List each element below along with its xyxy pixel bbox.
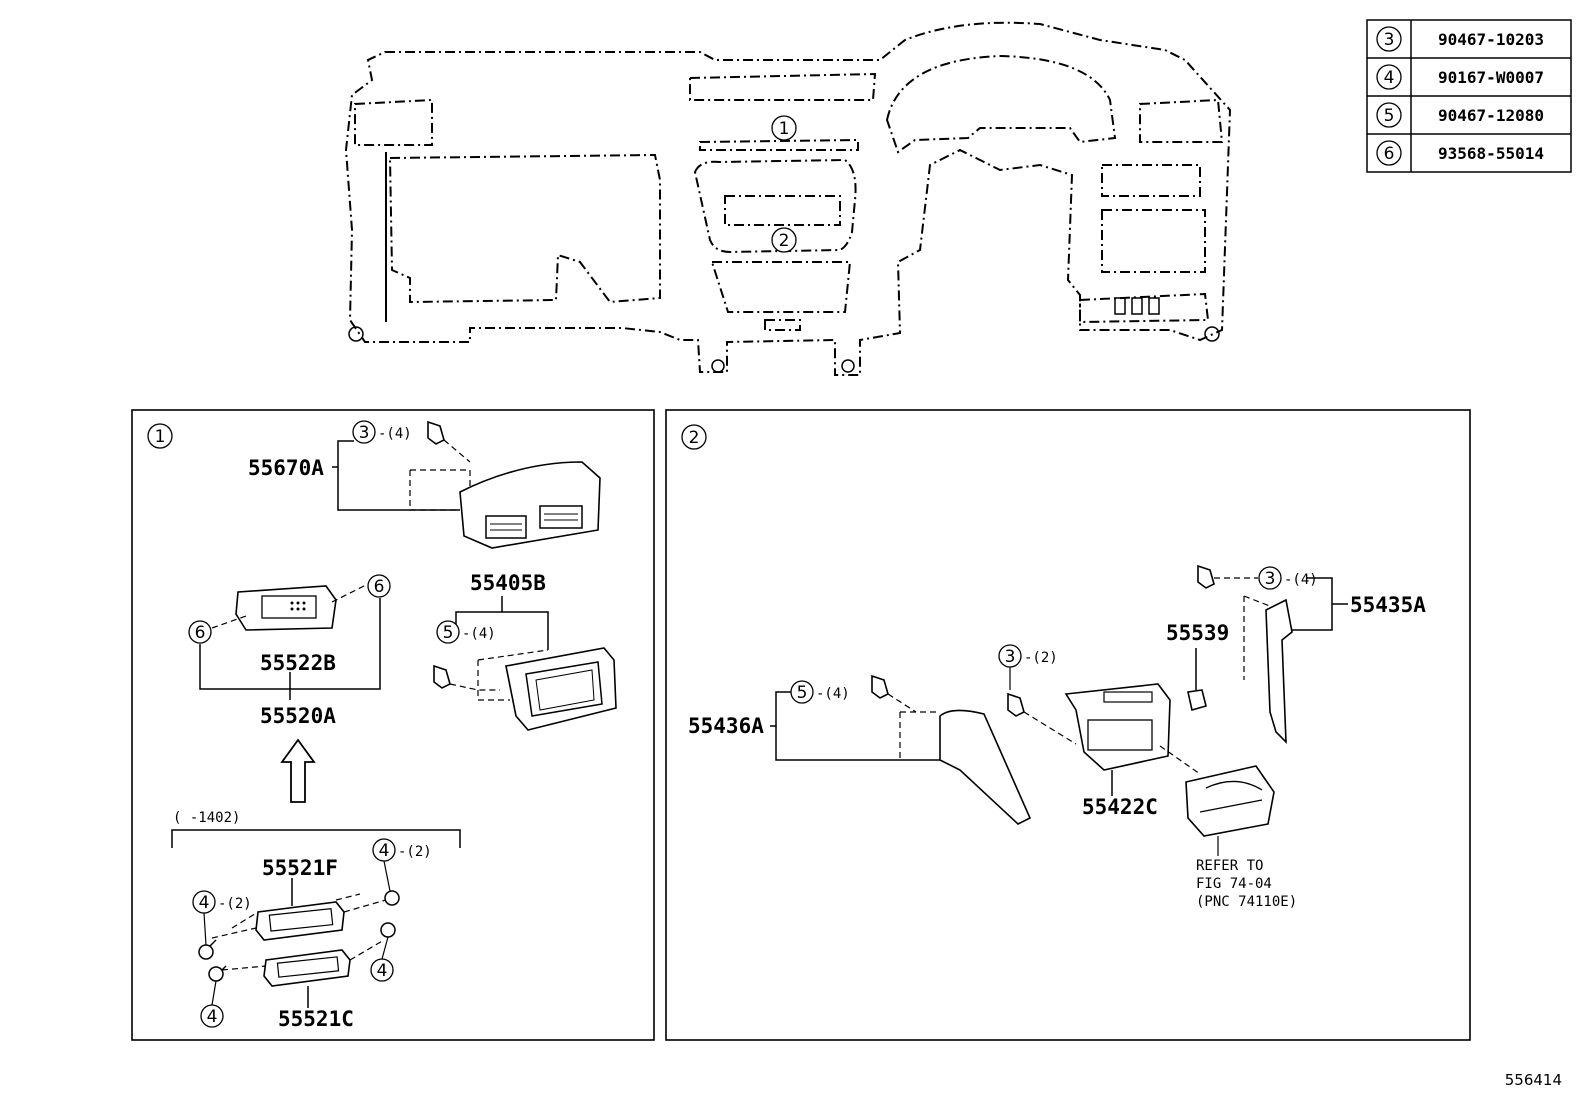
clip-icon — [433, 664, 451, 689]
table-part-number: 90167-W0007 — [1438, 68, 1544, 87]
ref-callout: 4 — [379, 841, 390, 861]
ref-callout: 6 — [195, 623, 206, 643]
table-ref: 5 — [1384, 106, 1395, 126]
refer-text-line-3: (PNC 74110E) — [1196, 894, 1297, 910]
screw-icon — [380, 922, 396, 938]
clip-icon — [427, 420, 445, 445]
date-range: ( -1402) — [173, 810, 240, 826]
switch-panel-55521C — [263, 949, 351, 987]
part-label-55436A: 55436A — [688, 714, 764, 738]
overview-callout-1: 1 — [771, 115, 797, 141]
ref-callout: 3 — [359, 423, 370, 443]
ref-callout: 4 — [207, 1007, 218, 1027]
panel-number: 1 — [155, 427, 166, 447]
quantity: -(4) — [1284, 572, 1318, 588]
quantity: -(4) — [378, 426, 412, 442]
part-label-55422C: 55422C — [1082, 795, 1158, 819]
side-trim-55435A — [1265, 598, 1293, 745]
table-part-number: 90467-10203 — [1438, 30, 1544, 49]
ref-callout: 5 — [797, 683, 808, 703]
refer-text-line-1: REFER TO — [1196, 858, 1263, 874]
table-row: 6 93568-55014 — [1376, 140, 1544, 166]
arrow-up-icon — [280, 738, 316, 803]
table-row: 3 90467-10203 — [1376, 26, 1544, 52]
switch-panel-55521F — [255, 901, 345, 941]
table-row: 5 90467-12080 — [1376, 102, 1544, 128]
panel-1: 1 55670A 3 -(4) 6 6 55522B 55520A — [131, 409, 655, 1041]
part-label-55539: 55539 — [1166, 621, 1229, 645]
quantity: -(2) — [398, 844, 432, 860]
ref-callout: 4 — [199, 893, 210, 913]
parts-table: 3 90467-10203 4 90167-W0007 5 90467-1208… — [1366, 19, 1572, 173]
refer-text-line-2: FIG 74-04 — [1196, 876, 1272, 892]
panel-2: 2 55436A 5 -(4) 3 -(2) 55422C 55539 3 -( — [665, 409, 1471, 1041]
quantity: -(2) — [218, 896, 252, 912]
dashboard-outline — [344, 21, 1232, 376]
display-bezel-55405B — [505, 647, 617, 731]
screw-icon — [198, 939, 217, 960]
part-label-55522B: 55522B — [260, 651, 336, 675]
svg-text:1: 1 — [779, 119, 790, 139]
quantity: -(2) — [1024, 650, 1058, 666]
clip-icon — [871, 674, 889, 699]
ref-callout: 5 — [443, 623, 454, 643]
table-ref: 6 — [1384, 144, 1395, 164]
quantity: -(4) — [462, 626, 496, 642]
clip-icon — [1197, 564, 1215, 589]
part-label-55520A: 55520A — [260, 704, 336, 728]
table-part-number: 93568-55014 — [1438, 144, 1544, 163]
diagram-id: 556414 — [1504, 1071, 1562, 1089]
part-label-55521F: 55521F — [262, 856, 338, 880]
clip-icon — [1007, 692, 1025, 717]
quantity: -(4) — [816, 686, 850, 702]
table-ref: 3 — [1384, 30, 1395, 50]
center-vent-55670A — [459, 461, 601, 549]
part-label-55670A: 55670A — [248, 456, 324, 480]
ref-callout: 3 — [1265, 569, 1276, 589]
part-label-55435A: 55435A — [1350, 593, 1426, 617]
panel-55522B — [235, 585, 337, 631]
part-label-55405B: 55405B — [470, 571, 546, 595]
ref-callout: 6 — [374, 577, 385, 597]
table-ref: 4 — [1384, 68, 1395, 88]
clip-55539 — [1187, 689, 1207, 712]
screw-icon — [384, 890, 400, 906]
screw-icon — [208, 965, 227, 982]
ref-callout: 3 — [1005, 647, 1016, 667]
panel-number: 2 — [689, 428, 700, 448]
storage-box — [1185, 765, 1275, 837]
overview-callout-2: 2 — [771, 227, 797, 253]
center-panel-55422C — [1064, 683, 1171, 771]
part-label-55521C: 55521C — [278, 1007, 354, 1031]
ref-callout: 4 — [377, 961, 388, 981]
table-part-number: 90467-12080 — [1438, 106, 1544, 125]
side-panel-55436A — [939, 709, 1032, 825]
table-row: 4 90167-W0007 — [1376, 64, 1544, 90]
svg-text:2: 2 — [779, 231, 790, 251]
